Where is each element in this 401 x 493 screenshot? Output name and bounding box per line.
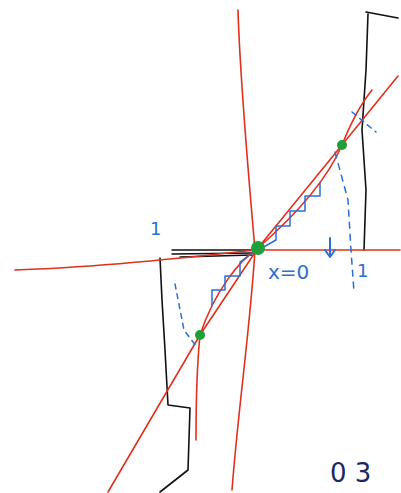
black-boundary	[362, 12, 398, 250]
sketch-label: 1	[150, 220, 161, 238]
cobweb-steps	[212, 252, 254, 305]
black-boundary	[160, 258, 190, 492]
equilibrium-dot	[251, 241, 265, 255]
sketch-label: 0 3	[330, 460, 371, 486]
equilibrium-dot	[195, 330, 205, 340]
cobweb-steps	[262, 183, 320, 248]
red-line	[108, 76, 398, 492]
dashed-guide	[175, 284, 196, 346]
dashed-guide	[335, 152, 354, 292]
equilibrium-dot	[337, 140, 347, 150]
red-curve	[196, 90, 372, 440]
sketch-label: x=0	[268, 262, 309, 282]
dashed-guide	[352, 112, 376, 132]
sketch-label: 1	[357, 262, 368, 280]
blue-arrow	[325, 238, 335, 257]
red-axis	[15, 250, 400, 270]
